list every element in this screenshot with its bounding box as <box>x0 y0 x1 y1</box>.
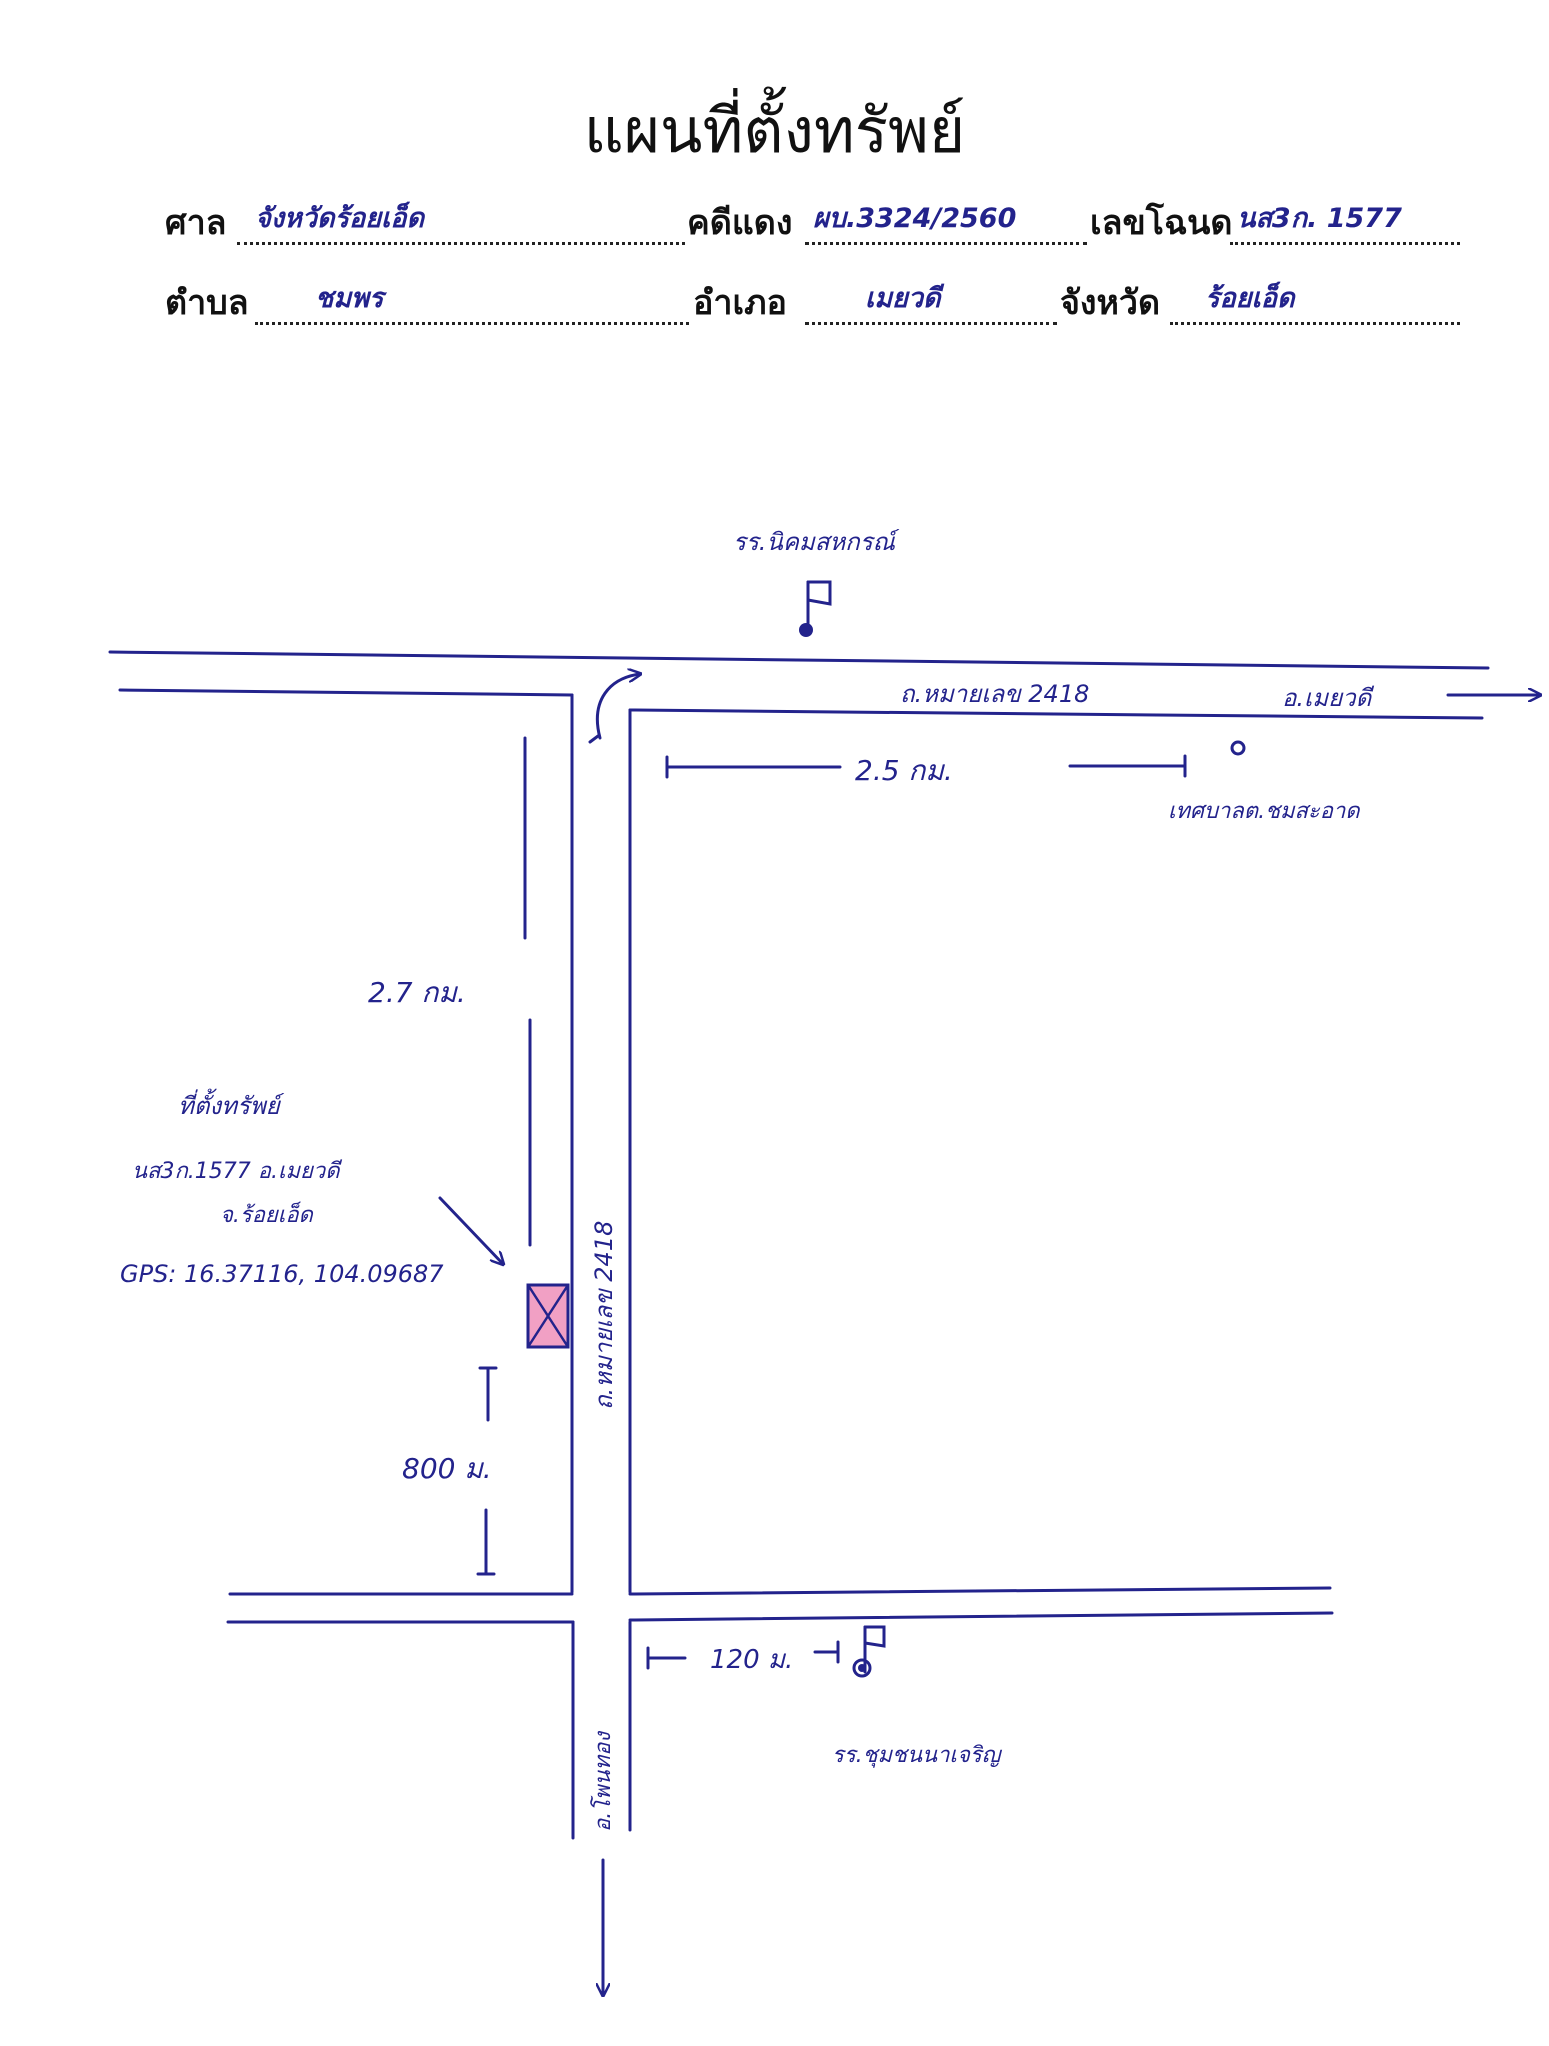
road-cross-south-north-edge-east <box>628 1586 1332 1596</box>
dist-school-south-label: 120 ม. <box>710 1645 793 1675</box>
province-dots <box>1170 322 1460 325</box>
school-north-marker <box>799 623 813 637</box>
property-deed-label: นส3ก.1577 อ.เมยวดี <box>132 1159 343 1184</box>
dist-south-label: 800 ม. <box>402 1452 492 1485</box>
dist-north-label: 2.7 กม. <box>368 976 466 1009</box>
court-dots <box>237 242 685 245</box>
arrow-junction-turn <box>595 674 640 740</box>
gps-label: GPS: 16.37116, 104.09687 <box>120 1260 444 1288</box>
subdistrict-dots <box>255 322 689 325</box>
deed-dots <box>1230 242 1460 245</box>
road-cross-south-south-edge-east <box>628 1611 1334 1622</box>
road-horizontal-label: ถ.หมายเลข 2418 <box>900 680 1089 708</box>
school-north-label: รร.นิคมสหกรณ์ <box>733 528 900 556</box>
province-value: ร้อยเอ็ด <box>1205 283 1295 314</box>
road-south-label: อ.โพนทอง <box>590 1730 616 1832</box>
property-pointer-arrow <box>438 1196 503 1264</box>
school-south-label: รร.ชุมชนนาเจริญ <box>832 1743 1003 1768</box>
district-value: เมยวดี <box>865 283 941 314</box>
to-district-label: อ.เมยวดี <box>1282 684 1374 712</box>
school-south-marker-ring <box>852 1658 872 1678</box>
school-south-flag <box>863 1625 886 1648</box>
form-row-court: ศาล จังหวัดร้อยเอ็ด คดีแดง ผบ.3324/2560 … <box>165 185 1460 255</box>
road-horizontal-south-edge-west <box>118 688 574 697</box>
school-south-marker <box>858 1664 866 1672</box>
province-label: จังหวัด <box>1060 283 1161 323</box>
case-label: คดีแดง <box>687 203 793 243</box>
court-label: ศาล <box>165 203 227 243</box>
district-dots <box>805 322 1057 325</box>
dist-east-label: 2.5 กม. <box>855 754 953 787</box>
case-dots <box>805 242 1087 245</box>
court-value: จังหวัดร้อยเอ็ด <box>255 203 425 234</box>
deed-label: เลขโฉนด <box>1090 203 1233 243</box>
arrow-junction-tail <box>588 734 600 744</box>
road-horizontal-north-edge <box>108 650 1490 670</box>
page-title: แผนที่ตั้งทรัพย์ <box>583 94 966 167</box>
road-vertical-label: ถ.หมายเลข 2418 <box>590 1221 618 1410</box>
school-north-flag <box>806 580 832 606</box>
subdistrict-label: ตำบล <box>165 283 249 323</box>
road-horizontal-south-edge-east <box>628 708 1484 720</box>
subdistrict-value: ชมพร <box>315 283 384 314</box>
property-province-label: จ.ร้อยเอ็ด <box>220 1201 315 1228</box>
municipality-label: เทศบาลต.ชมสะอาด <box>1168 799 1361 824</box>
deed-value: นส3ก. 1577 <box>1237 203 1402 234</box>
form-row-location: ตำบล ชมพร อำเภอ เมยวดี จังหวัด ร้อยเอ็ด <box>165 265 1460 335</box>
municipality-marker <box>1230 740 1246 756</box>
property-title-label: ที่ตั้งทรัพย์ <box>178 1088 285 1120</box>
property-box-cross-b <box>526 1284 570 1348</box>
case-value: ผบ.3324/2560 <box>813 203 1017 234</box>
district-label: อำเภอ <box>693 283 787 323</box>
